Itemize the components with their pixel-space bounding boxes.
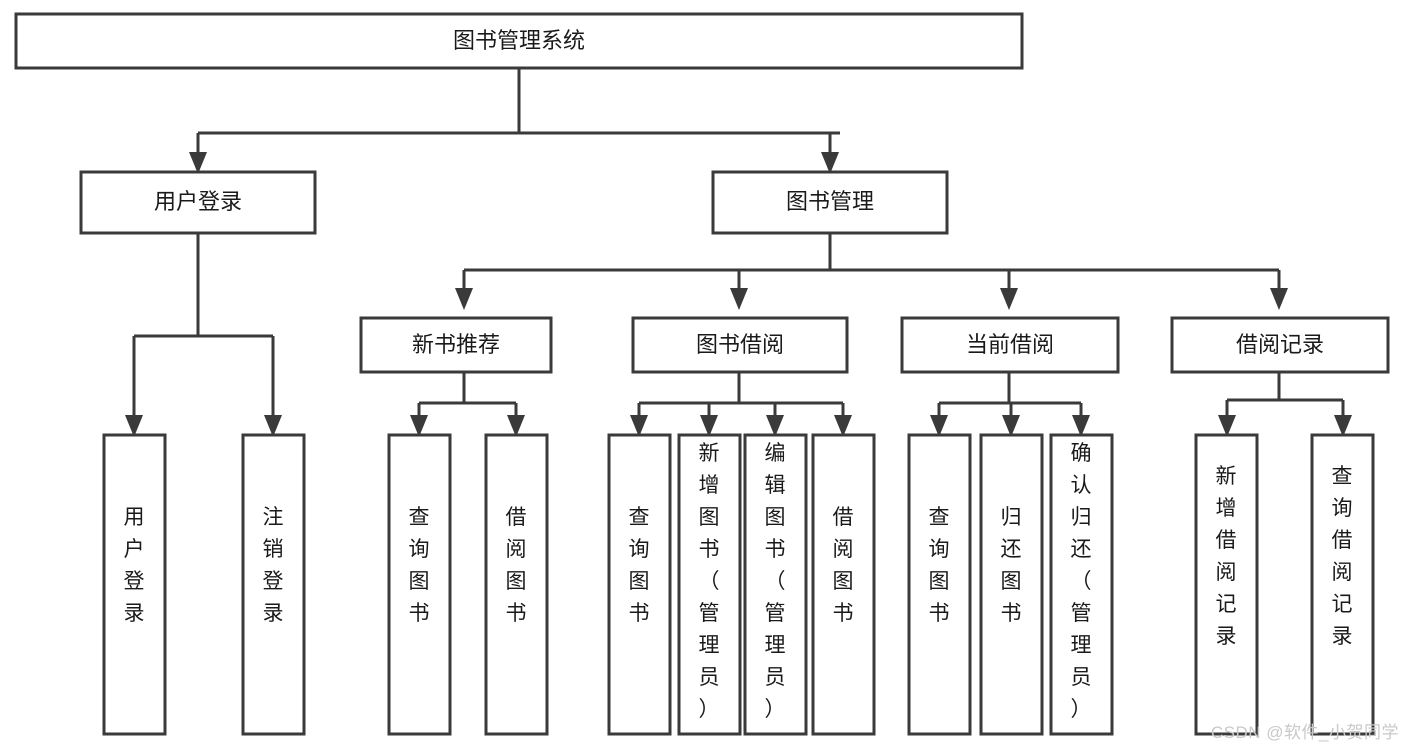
- node-user-login-label: 用户登录: [154, 189, 242, 214]
- connectors-borrow-record-to-leaves: [1218, 372, 1352, 437]
- node-leaf-borrow-book-2-label: 借阅图书: [833, 506, 854, 625]
- node-leaf-add-book-label: 新增图书（管理员）: [699, 442, 720, 721]
- node-leaf-query-book-3-label: 查询图书: [929, 506, 950, 625]
- arrow-to-new-book-recommend: [455, 288, 473, 310]
- node-borrow-record-label: 借阅记录: [1236, 332, 1324, 357]
- connectors-new-book-recommend-to-leaves: [410, 372, 525, 437]
- connectors-current-borrow-to-leaves: [930, 372, 1090, 437]
- node-leaf-user-login[interactable]: 用户登录: [102, 433, 167, 736]
- node-leaf-query-borrow-record[interactable]: 查询借阅记录: [1310, 433, 1375, 736]
- node-leaf-confirm-return[interactable]: 确认归还（管理员）: [1049, 433, 1114, 736]
- node-leaf-query-book-1-label: 查询图书: [409, 506, 430, 625]
- arrow-to-borrow-record: [1270, 288, 1288, 310]
- node-borrow-record[interactable]: 借阅记录: [1170, 316, 1390, 374]
- node-leaf-query-borrow-record-label: 查询借阅记录: [1332, 465, 1353, 648]
- connectors-book-borrow-to-leaves: [630, 372, 852, 437]
- node-leaf-query-book-3[interactable]: 查询图书: [907, 433, 972, 736]
- node-leaf-query-book-2[interactable]: 查询图书: [607, 433, 672, 736]
- arrow-to-current-borrow: [1000, 288, 1018, 310]
- connectors-book-management-to-level3: [455, 233, 1288, 310]
- node-leaf-edit-book-label: 编辑图书（管理员）: [765, 442, 786, 721]
- node-leaf-add-borrow-record-label: 新增借阅记录: [1216, 465, 1237, 648]
- node-leaf-add-borrow-record[interactable]: 新增借阅记录: [1194, 433, 1259, 736]
- node-user-login[interactable]: 用户登录: [79, 170, 317, 235]
- node-leaf-query-book-2-label: 查询图书: [629, 506, 650, 625]
- connectors-user-login-to-leaves: [125, 233, 282, 437]
- node-leaf-return-book-label: 归还图书: [1001, 506, 1022, 625]
- node-book-borrow[interactable]: 图书借阅: [631, 316, 849, 374]
- node-new-book-recommend-label: 新书推荐: [412, 332, 500, 357]
- node-root[interactable]: 图书管理系统: [14, 12, 1024, 70]
- node-new-book-recommend[interactable]: 新书推荐: [359, 316, 553, 374]
- node-leaf-logout-login[interactable]: 注销登录: [241, 433, 306, 736]
- node-leaf-logout-login-label: 注销登录: [263, 506, 284, 625]
- node-leaf-edit-book[interactable]: 编辑图书（管理员）: [743, 433, 808, 736]
- connectors-root-to-level2: [189, 68, 840, 174]
- node-leaf-user-login-label: 用户登录: [124, 506, 145, 625]
- node-leaf-borrow-book-1[interactable]: 借阅图书: [484, 433, 549, 736]
- node-book-borrow-label: 图书借阅: [696, 332, 784, 357]
- node-leaf-borrow-book-1-label: 借阅图书: [506, 506, 527, 625]
- node-leaf-return-book[interactable]: 归还图书: [979, 433, 1044, 736]
- node-leaf-confirm-return-label: 确认归还（管理员）: [1071, 442, 1092, 721]
- node-leaf-add-book[interactable]: 新增图书（管理员）: [677, 433, 742, 736]
- node-book-management-label: 图书管理: [786, 189, 874, 214]
- node-leaf-query-book-1[interactable]: 查询图书: [387, 433, 452, 736]
- node-current-borrow[interactable]: 当前借阅: [900, 316, 1120, 374]
- node-root-label: 图书管理系统: [453, 28, 585, 53]
- node-book-management[interactable]: 图书管理: [711, 170, 949, 235]
- node-leaf-borrow-book-2[interactable]: 借阅图书: [811, 433, 876, 736]
- node-current-borrow-label: 当前借阅: [966, 332, 1054, 357]
- arrow-to-book-borrow: [730, 288, 748, 310]
